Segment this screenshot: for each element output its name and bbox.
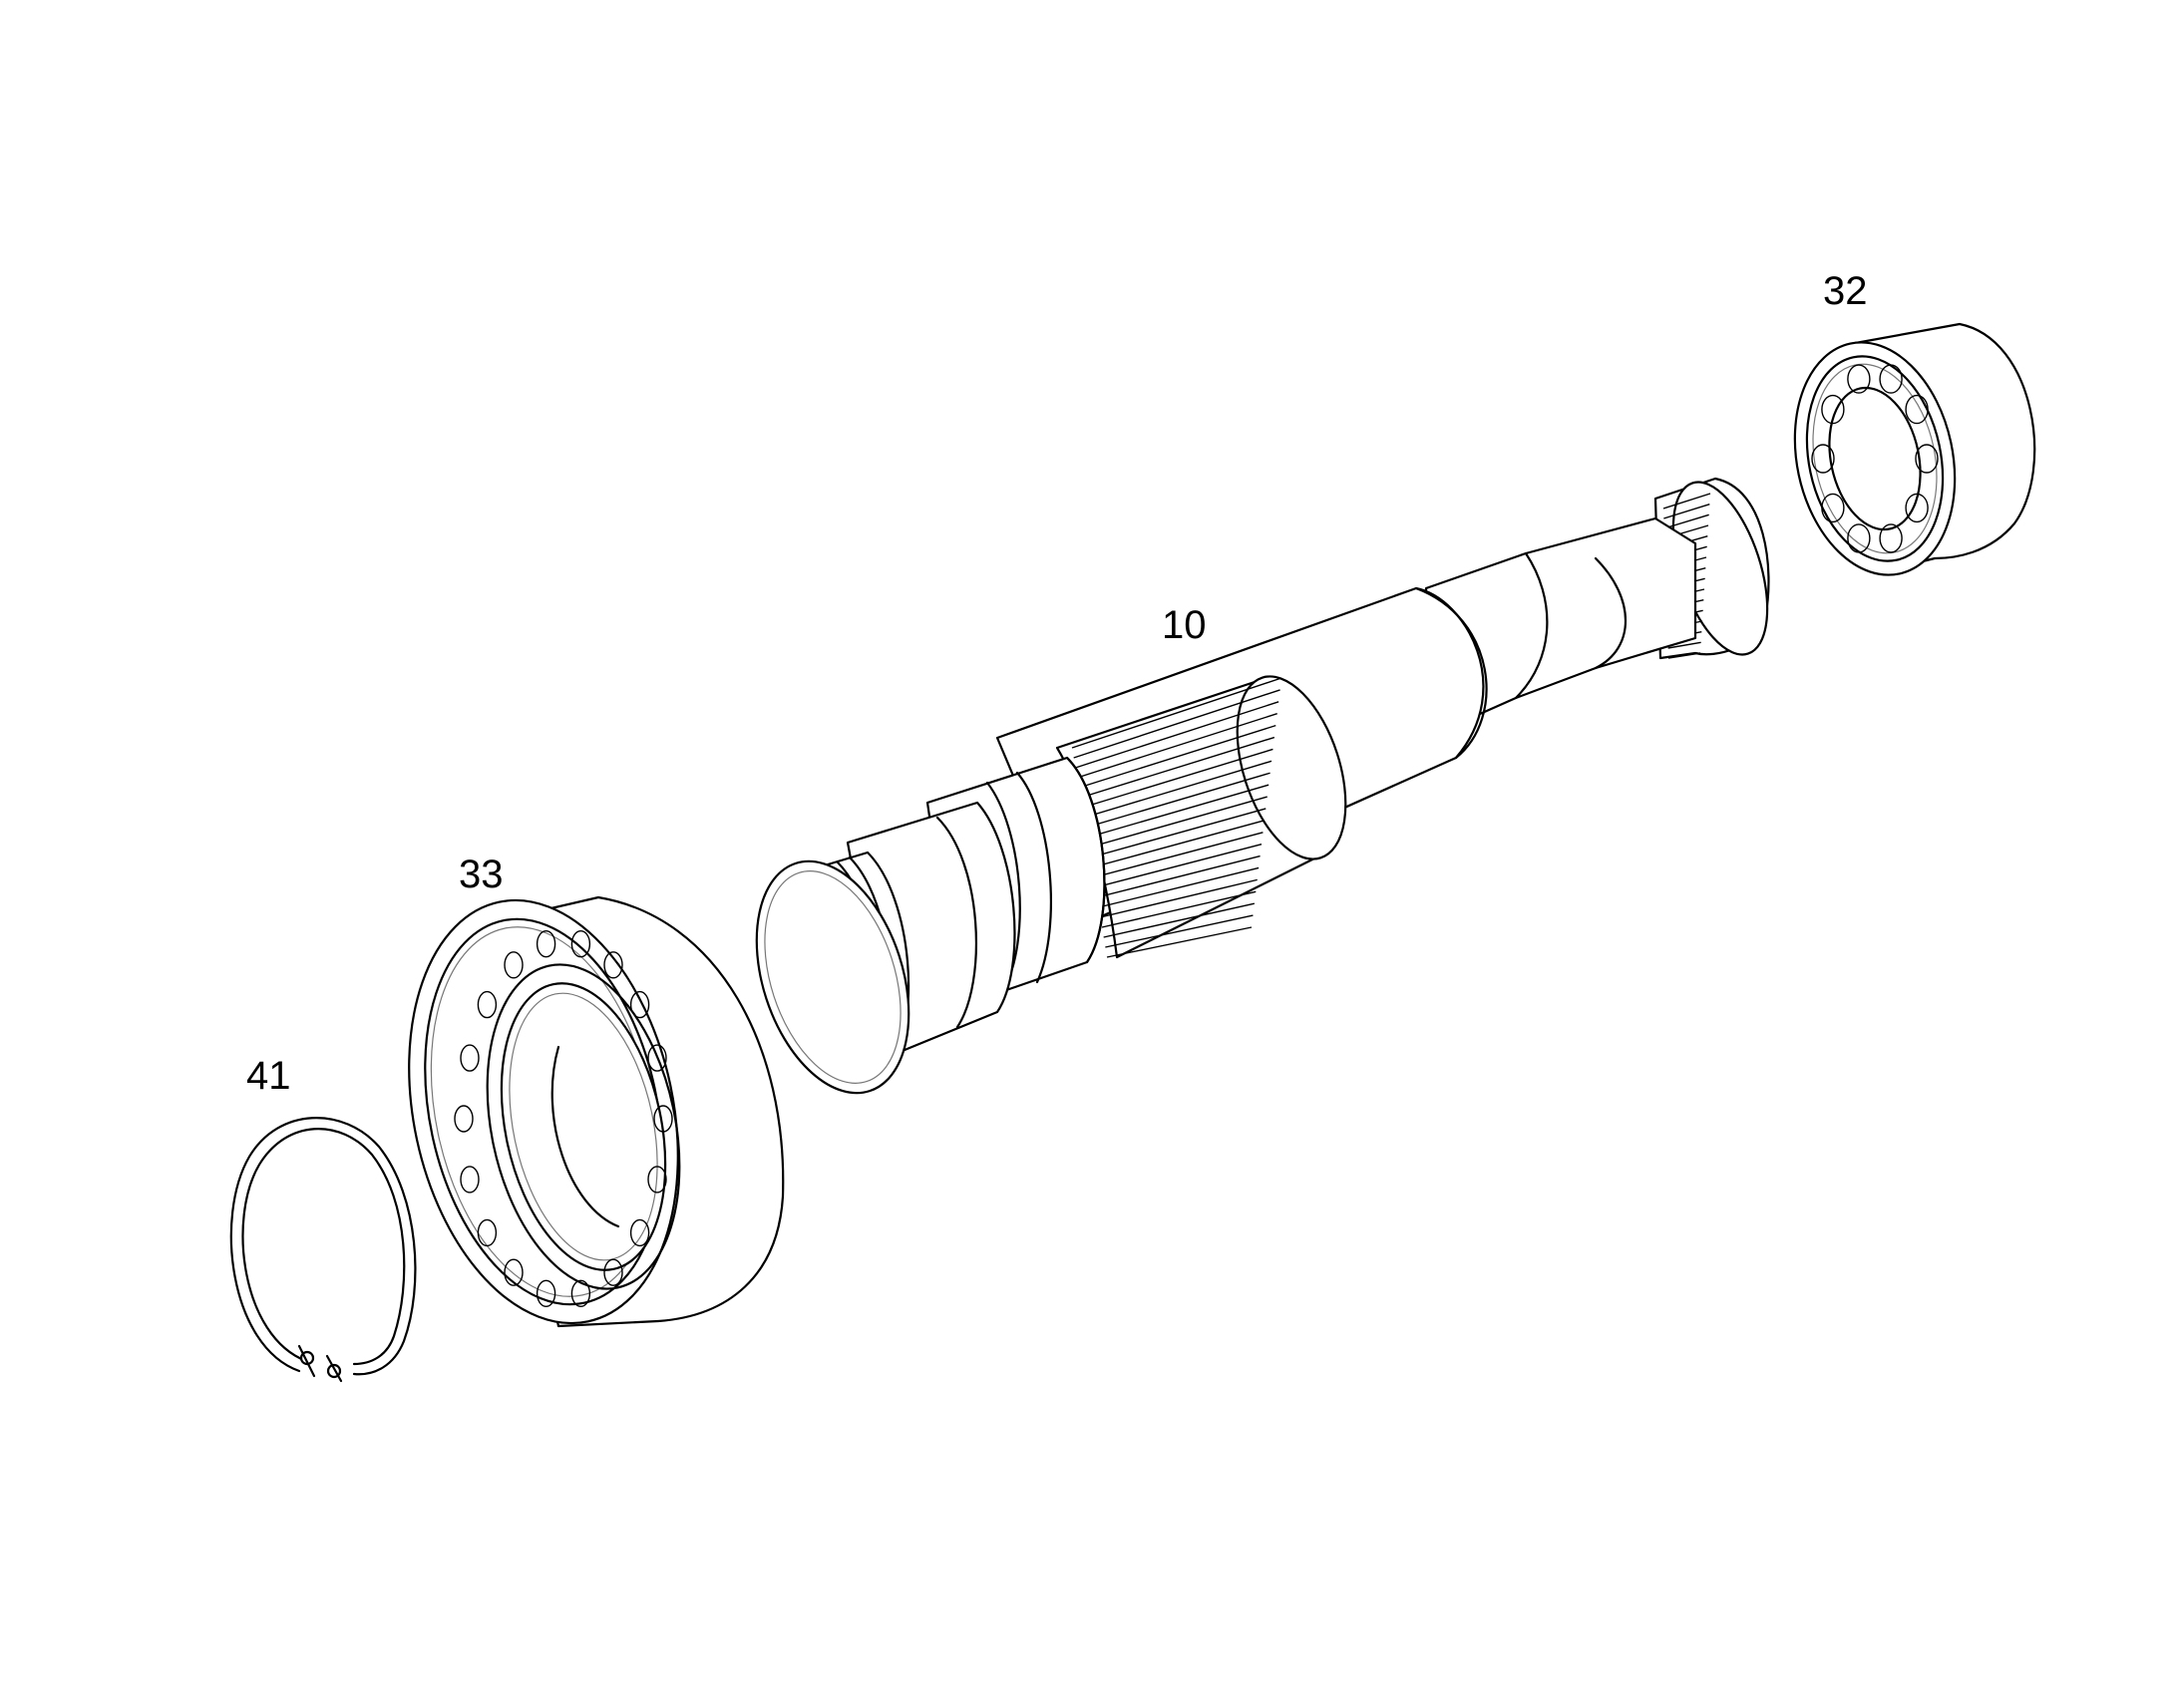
roller-bearing-small-part [1793,322,2036,576]
shaft-spline-section [1055,675,1347,959]
retaining-ring-part [229,1117,417,1383]
callout-part-33: 33 [459,853,504,896]
callout-part-32: 32 [1823,269,1868,313]
roller-bearing-large-part [408,895,785,1328]
callout-part-41: 41 [246,1054,291,1098]
callout-part-10: 10 [1162,603,1207,647]
shaft-part [755,477,1770,1095]
